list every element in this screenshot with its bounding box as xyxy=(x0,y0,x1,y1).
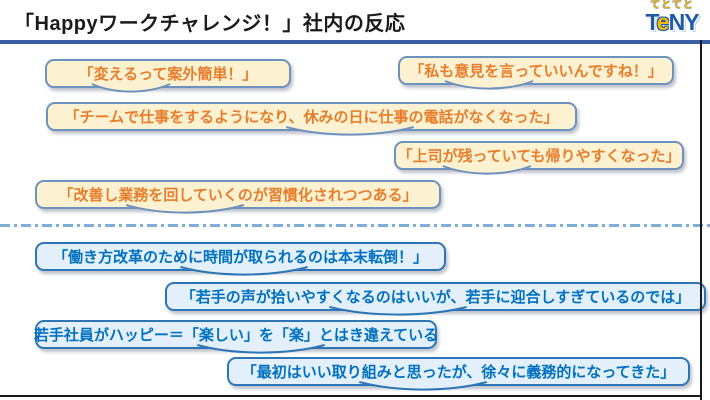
speech-tail xyxy=(442,166,532,177)
speech-tail xyxy=(328,307,468,318)
quote-text: 「若手の声が拾いやすくなるのはいいが、若手に迎合しすぎているのでは」 xyxy=(180,289,691,306)
teny-logo-text: TeNY xyxy=(637,11,707,34)
quote-text: 「改善し業務を回していくのが習慣化されつつある」 xyxy=(58,187,418,204)
quote-bubble-negative-1: 「働き方改革のために時間が取られるのは本末転倒！」 xyxy=(35,242,446,271)
logo-letter-e: e xyxy=(656,9,670,35)
quote-bubble-positive-2: 「私も意見を言っていいんですね！」 xyxy=(398,56,674,85)
quote-text: 若手社員がハッピー＝「楽しい」を「楽」とはき違えている xyxy=(33,327,439,344)
speech-tail xyxy=(358,382,488,393)
quote-text: 「上司が残っていても帰りやすくなった」 xyxy=(397,148,681,165)
quote-text: 「チームで仕事をするようになり、休みの日に仕事の電話がなくなった」 xyxy=(64,109,559,126)
speech-tail xyxy=(179,267,309,278)
speech-tail xyxy=(285,127,415,138)
quote-bubble-positive-3: 「チームで仕事をするようになり、休みの日に仕事の電話がなくなった」 xyxy=(46,102,577,131)
quote-bubble-negative-2: 「若手の声が拾いやすくなるのはいいが、若手に迎合しすぎているのでは」 xyxy=(165,282,706,311)
speech-tail xyxy=(91,84,171,95)
speech-tail xyxy=(444,81,534,92)
slide-right-edge xyxy=(700,40,702,400)
teny-logo: てとてと TeNY xyxy=(637,1,707,34)
quote-bubble-negative-3: 若手社員がハッピー＝「楽しい」を「楽」とはき違えている xyxy=(33,320,439,349)
title-underline xyxy=(0,40,710,44)
page-title: 「Happyワークチャレンジ！」社内の反応 xyxy=(14,13,406,35)
quote-text: 「最初はいい取り組みと思ったが、徐々に義務的になってきた」 xyxy=(241,364,676,381)
quote-text: 「私も意見を言っていいんですね！」 xyxy=(409,63,663,80)
speech-tail xyxy=(196,345,326,356)
quote-text: 「変えるって案外簡単！」 xyxy=(78,66,258,83)
slide-bottom-edge xyxy=(0,395,702,397)
teny-mascot-text: てとてと xyxy=(650,0,694,11)
quote-text: 「働き方改革のために時間が取られるのは本末転倒！」 xyxy=(52,249,428,266)
quote-bubble-positive-1: 「変えるって案外簡単！」 xyxy=(45,59,291,88)
logo-letter-t: T xyxy=(645,9,657,35)
section-divider xyxy=(0,224,710,227)
quote-bubble-positive-5: 「改善し業務を回していくのが習慣化されつつある」 xyxy=(35,180,441,209)
quote-bubble-negative-4: 「最初はいい取り組みと思ったが、徐々に義務的になってきた」 xyxy=(227,357,690,386)
quote-bubble-positive-4: 「上司が残っていても帰りやすくなった」 xyxy=(394,141,684,170)
logo-letter-ny: NY xyxy=(668,9,700,35)
speech-tail xyxy=(125,205,245,216)
